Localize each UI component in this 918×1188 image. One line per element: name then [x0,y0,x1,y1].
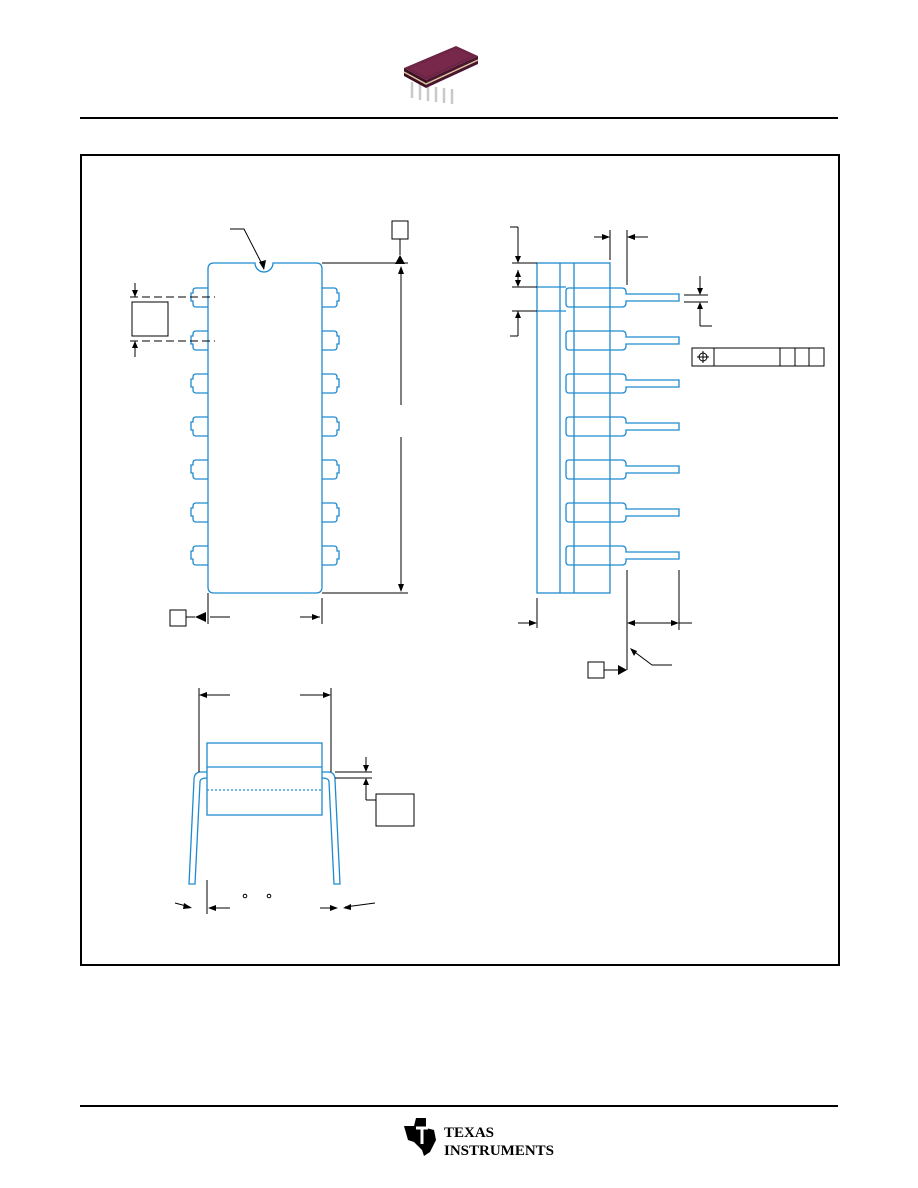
ti-logo: TEXAS INSTRUMENTS [404,1118,554,1159]
brand-line2: INSTRUMENTS [444,1143,554,1159]
top-view-right-pin [322,416,340,437]
top-view-right-pin [322,330,340,351]
side-view-lead [565,416,680,437]
position-tolerance-frame [691,347,825,367]
end-view-right-lead [321,771,341,885]
end-view [174,688,415,914]
top-view [130,220,409,627]
top-view-right-pin [322,373,340,394]
side-view-lead [565,287,680,308]
side-view [510,226,825,679]
side-view-lead [565,545,680,566]
top-view-left-pin [190,416,208,437]
drawing-frame [80,154,840,966]
side-view-lead [565,330,680,351]
top-view-right-pin [322,502,340,523]
top-view-left-pin [190,502,208,523]
brand-line1: TEXAS [444,1125,494,1141]
lead-offset-box [375,793,415,827]
top-view-left-pin [190,459,208,480]
end-view-left-lead [188,771,208,885]
top-view-left-pin [190,545,208,566]
header-rule [80,117,838,119]
side-view-lead [565,502,680,523]
pitch-dimension-box [131,301,169,337]
side-view-lead [565,373,680,394]
top-view-right-pin [322,287,340,308]
top-view-left-pin [190,330,208,351]
datum-box-width [169,609,187,627]
end-view-body [206,742,323,816]
top-view-left-pin [190,373,208,394]
footer-rule [80,1105,838,1107]
top-view-body [207,262,323,594]
top-view-right-pin [322,459,340,480]
top-view-right-pin [322,545,340,566]
datum-box-seating [587,661,605,679]
side-view-lead [565,459,680,480]
chip-body [403,46,479,88]
pin1-index-leader [230,228,265,269]
ti-state-logo-icon [404,1118,436,1156]
datum-box-length [391,220,409,240]
ceramic-dip-chip-icon [403,46,479,104]
crosshair-circle-icon [697,351,709,363]
side-view-leads [565,287,680,566]
top-view-pins [190,287,340,566]
